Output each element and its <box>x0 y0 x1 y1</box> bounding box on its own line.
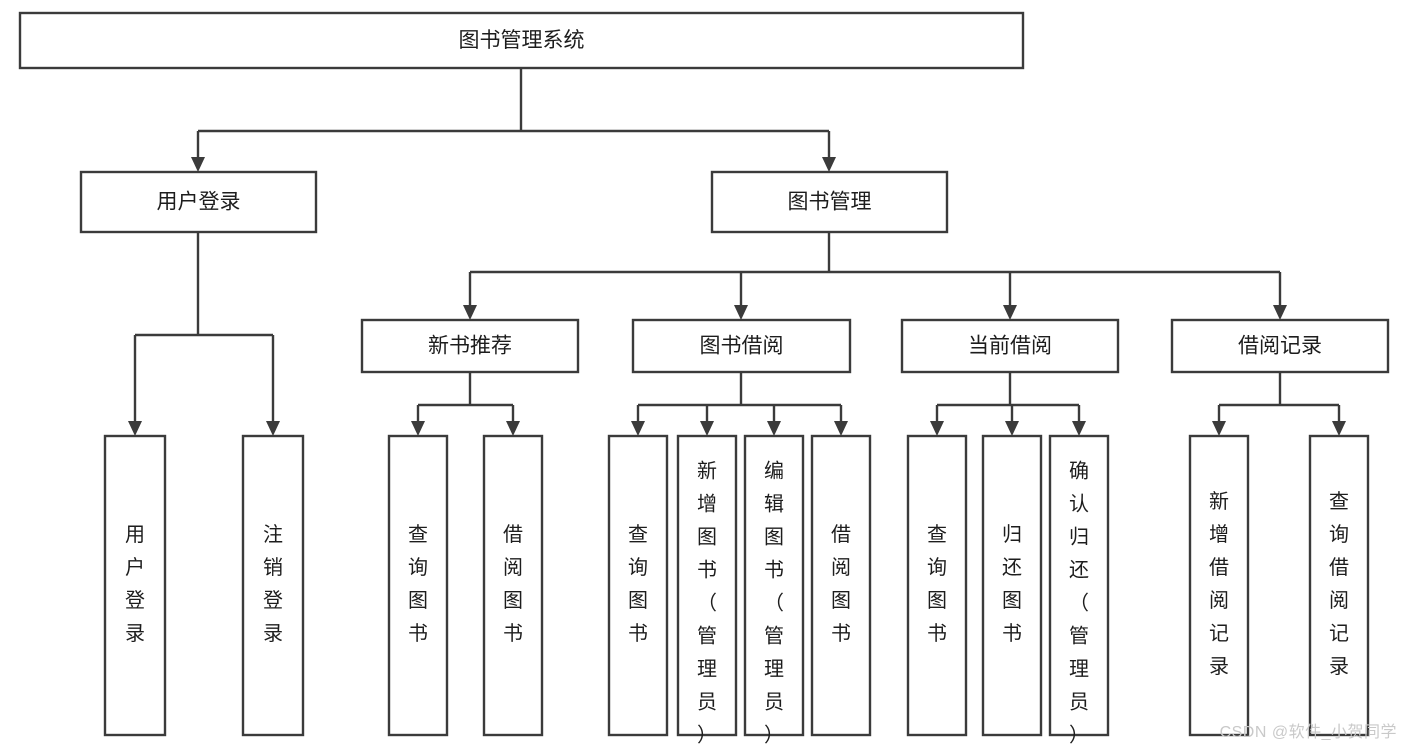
node-box <box>1188 434 1250 737</box>
arrow-head-icon <box>411 421 425 436</box>
node-label: 图书借阅 <box>700 335 784 358</box>
node-borrow-record[interactable]: 借阅记录 <box>1170 318 1390 374</box>
node-box <box>1048 434 1110 737</box>
node-leaf-borrow-book-1[interactable]: 借阅图书 <box>482 434 544 737</box>
node-box <box>710 170 949 234</box>
node-root-system[interactable]: 图书管理系统 <box>18 11 1025 70</box>
node-label: 归还图书 <box>1002 523 1022 645</box>
node-label: 用户登录 <box>125 524 145 645</box>
node-label: 当前借阅 <box>968 335 1052 358</box>
node-label: 新书推荐 <box>428 335 512 358</box>
node-label: 借阅图书 <box>503 523 523 645</box>
node-box <box>743 434 805 737</box>
node-box <box>906 434 968 737</box>
connector-layer <box>128 68 1346 436</box>
node-label: 编辑图书（管理员） <box>764 460 784 747</box>
node-current-borrow[interactable]: 当前借阅 <box>900 318 1120 374</box>
node-leaf-edit-book[interactable]: 编辑图书（管理员） <box>743 434 805 747</box>
node-label: 新增图书（管理员） <box>697 460 717 747</box>
arrow-head-icon <box>700 421 714 436</box>
node-leaf-confirm-return[interactable]: 确认归还（管理员） <box>1048 434 1110 747</box>
node-label: 借阅图书 <box>831 523 851 645</box>
node-label: 确认归还（管理员） <box>1069 460 1089 747</box>
node-label: 新增借阅记录 <box>1209 490 1229 678</box>
node-box <box>607 434 669 737</box>
arrow-head-icon <box>1212 421 1226 436</box>
arrow-head-icon <box>834 421 848 436</box>
node-book-manage[interactable]: 图书管理 <box>710 170 949 234</box>
node-leaf-add-record[interactable]: 新增借阅记录 <box>1188 434 1250 737</box>
node-label: 注销登录 <box>263 523 283 645</box>
node-label: 图书管理 <box>788 191 872 214</box>
arrow-head-icon <box>463 305 477 320</box>
node-box <box>981 434 1043 737</box>
node-label: 查询图书 <box>408 523 428 645</box>
arrow-head-icon <box>631 421 645 436</box>
arrow-head-icon <box>822 157 836 172</box>
node-label: 借阅记录 <box>1238 335 1322 358</box>
node-box <box>387 434 449 737</box>
csdn-watermark: CSDN @软件_小贺同学 <box>1219 724 1397 741</box>
node-box <box>900 318 1120 374</box>
node-box <box>810 434 872 737</box>
arrow-head-icon <box>1332 421 1346 436</box>
node-box <box>676 434 738 737</box>
arrow-head-icon <box>930 421 944 436</box>
node-box <box>482 434 544 737</box>
arrow-head-icon <box>1273 305 1287 320</box>
node-box <box>241 434 305 737</box>
node-leaf-return-book[interactable]: 归还图书 <box>981 434 1043 737</box>
node-label: 图书管理系统 <box>459 29 585 52</box>
node-book-borrow[interactable]: 图书借阅 <box>631 318 852 374</box>
node-box <box>631 318 852 374</box>
node-label: 查询借阅记录 <box>1329 490 1349 678</box>
node-leaf-query-book-3[interactable]: 查询图书 <box>906 434 968 737</box>
arrow-head-icon <box>734 305 748 320</box>
node-box <box>1308 434 1370 737</box>
node-box <box>79 170 318 234</box>
node-leaf-borrow-book-2[interactable]: 借阅图书 <box>810 434 872 737</box>
node-leaf-add-book[interactable]: 新增图书（管理员） <box>676 434 738 747</box>
node-layer: 图书管理系统用户登录图书管理新书推荐图书借阅当前借阅借阅记录用户登录注销登录查询… <box>18 11 1390 747</box>
arrow-head-icon <box>128 421 142 436</box>
arrow-head-icon <box>506 421 520 436</box>
arrow-head-icon <box>191 157 205 172</box>
arrow-head-icon <box>1003 305 1017 320</box>
node-leaf-user-login[interactable]: 用户登录 <box>103 434 167 737</box>
node-box <box>1170 318 1390 374</box>
node-label: 查询图书 <box>927 523 947 645</box>
node-new-book-recommend[interactable]: 新书推荐 <box>360 318 580 374</box>
node-leaf-query-record[interactable]: 查询借阅记录 <box>1308 434 1370 737</box>
node-leaf-query-book-2[interactable]: 查询图书 <box>607 434 669 737</box>
arrow-head-icon <box>767 421 781 436</box>
node-leaf-query-book-1[interactable]: 查询图书 <box>387 434 449 737</box>
node-label: 查询图书 <box>628 523 648 645</box>
node-box <box>18 11 1025 70</box>
node-leaf-logout[interactable]: 注销登录 <box>241 434 305 737</box>
node-label: 用户登录 <box>157 191 241 214</box>
node-box <box>103 434 167 737</box>
node-user-login[interactable]: 用户登录 <box>79 170 318 234</box>
node-box <box>360 318 580 374</box>
arrow-head-icon <box>1005 421 1019 436</box>
arrow-head-icon <box>1072 421 1086 436</box>
arrow-head-icon <box>266 421 280 436</box>
